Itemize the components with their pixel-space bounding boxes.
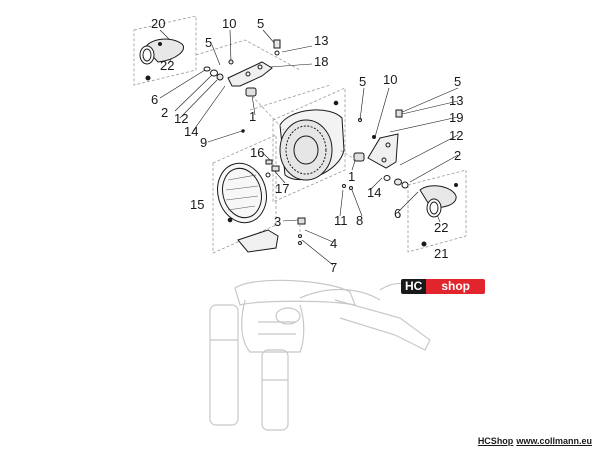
right-bracket-part xyxy=(367,133,399,169)
callout-label: 12 xyxy=(449,128,463,143)
left-turn-signal-part xyxy=(139,38,184,81)
callout-label: 4 xyxy=(330,236,337,251)
logo-hc-text: HC xyxy=(401,279,427,294)
callout-label: 5 xyxy=(454,74,461,89)
left-fasteners-part xyxy=(203,39,281,81)
callout-labels: 20 10 5 13 5 18 22 6 2 12 14 1 9 5 10 5 … xyxy=(151,16,463,275)
callout-label: 10 xyxy=(383,72,397,87)
hcshop-logo: HC shop xyxy=(401,279,485,294)
callout-label: 1 xyxy=(249,109,256,124)
callout-label: 2 xyxy=(454,148,461,163)
callout-label: 2 xyxy=(161,105,168,120)
callout-label: 22 xyxy=(434,220,448,235)
callout-label: 13 xyxy=(314,33,328,48)
leader-lines xyxy=(159,29,459,266)
callout-label: 1 xyxy=(348,169,355,184)
callout-label: 22 xyxy=(160,58,174,73)
callout-label: 7 xyxy=(330,260,337,275)
callout-label: 9 xyxy=(200,135,207,150)
callout-label: 18 xyxy=(314,54,328,69)
lower-bracket-part xyxy=(237,217,306,253)
footer-url[interactable]: www.collmann.eu xyxy=(516,436,592,446)
callout-label: 13 xyxy=(449,93,463,108)
callout-label: 5 xyxy=(359,74,366,89)
callout-label: 5 xyxy=(257,16,264,31)
callout-label: 14 xyxy=(184,124,198,139)
logo-shop-text: shop xyxy=(426,279,485,294)
right-fasteners-part xyxy=(342,109,409,190)
headlight-housing-part xyxy=(279,100,345,181)
callout-label: 12 xyxy=(174,111,188,126)
motorcycle-front-outline xyxy=(209,279,431,431)
right-grommet-part xyxy=(353,152,365,162)
parts xyxy=(139,38,458,253)
callout-label: 17 xyxy=(275,181,289,196)
callout-label: 15 xyxy=(190,197,204,212)
small-screw-part xyxy=(241,129,245,133)
assembly-outlines xyxy=(133,15,467,254)
callout-label: 8 xyxy=(356,213,363,228)
right-turn-signal-part xyxy=(419,183,458,247)
routing-lines xyxy=(251,95,357,236)
callout-label: 14 xyxy=(367,185,381,200)
callout-label: 20 xyxy=(151,16,165,31)
callout-label: 6 xyxy=(151,92,158,107)
headlight-lens-part xyxy=(217,162,267,224)
callout-label: 3 xyxy=(274,214,281,229)
callout-label: 6 xyxy=(394,206,401,221)
left-grommet-part xyxy=(245,87,257,97)
callout-label: 19 xyxy=(449,110,463,125)
callout-label: 16 xyxy=(250,145,264,160)
mount-screws-part xyxy=(265,159,280,178)
left-bracket-part xyxy=(227,61,273,87)
callout-label: 11 xyxy=(334,213,348,228)
footer-brand: HCShop xyxy=(477,436,514,446)
callout-label: 21 xyxy=(434,246,448,261)
callout-label: 10 xyxy=(222,16,236,31)
callout-label: 5 xyxy=(205,35,212,50)
